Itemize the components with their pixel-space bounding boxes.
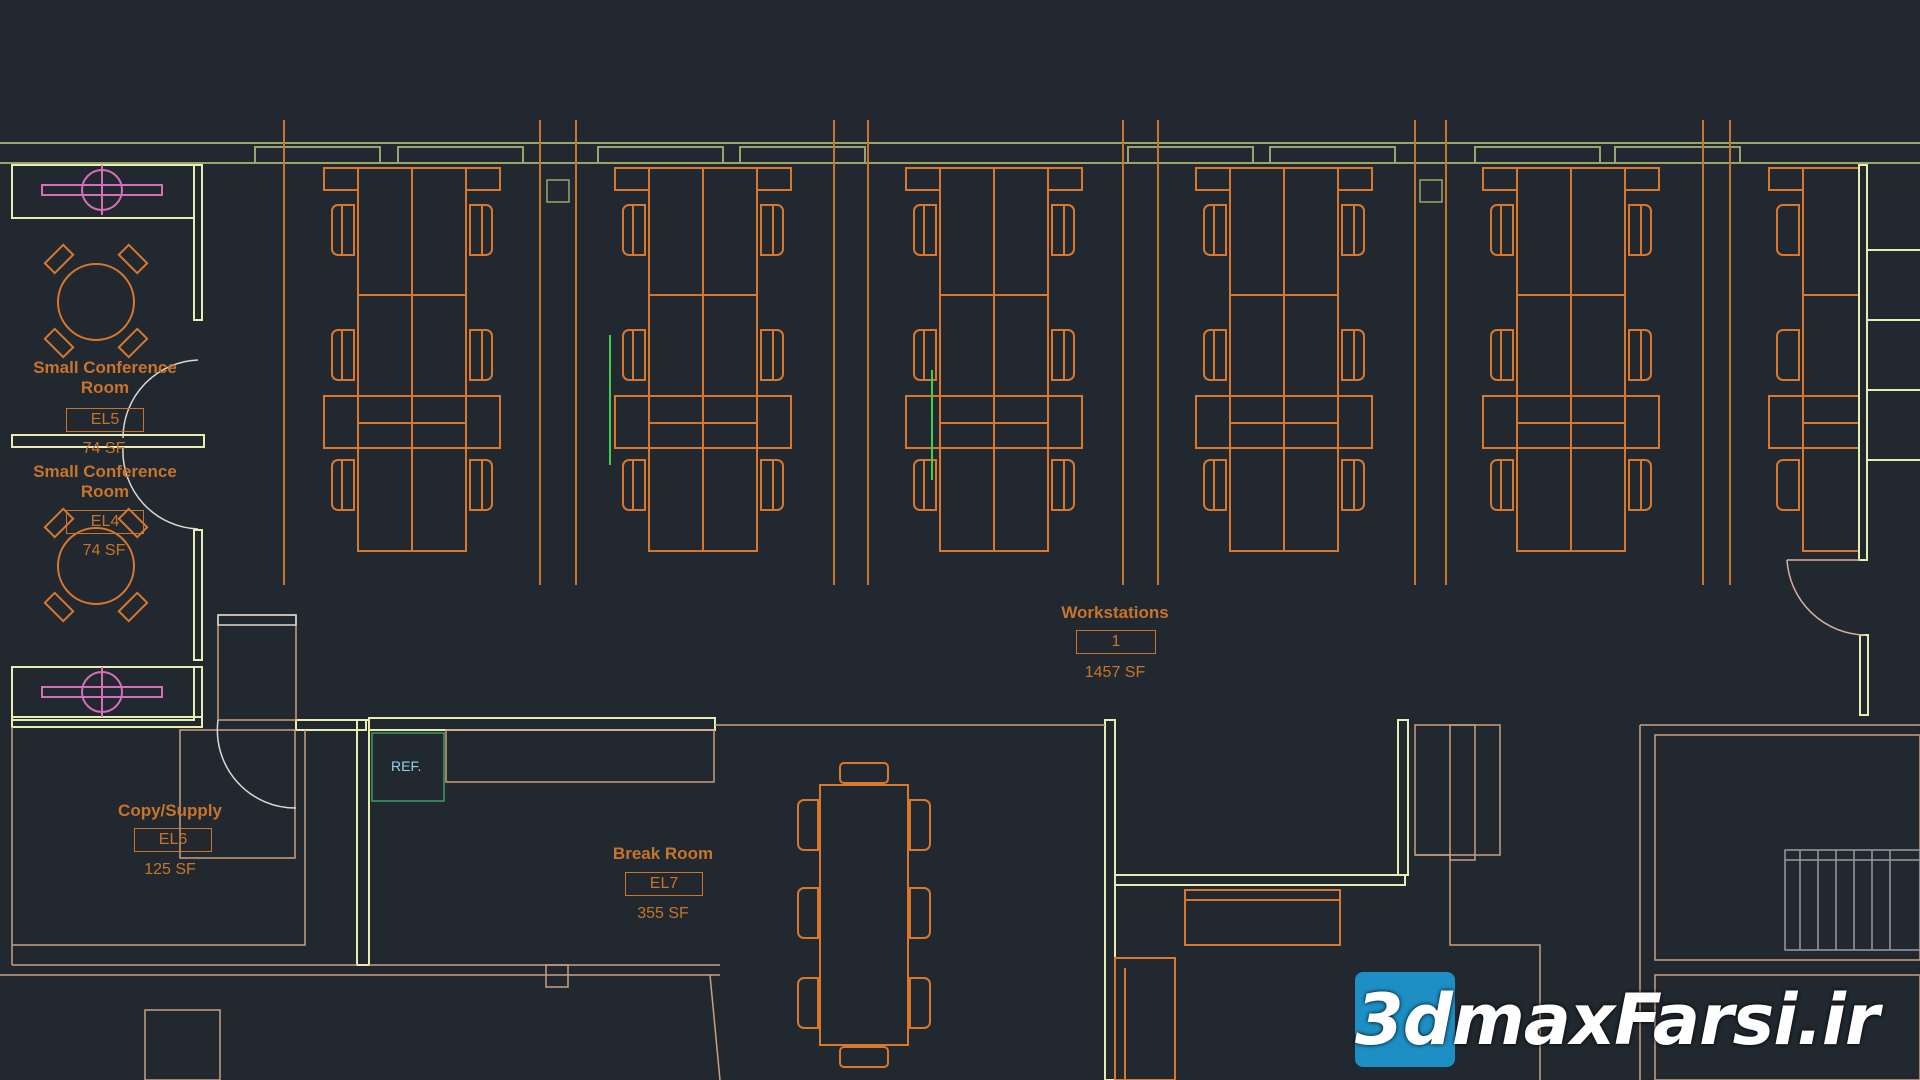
right-partition	[1858, 164, 1920, 716]
round-table	[43, 243, 149, 623]
room-name-small-conference-a: Small Conference Room	[20, 358, 190, 398]
room-tag[interactable]: EL6	[134, 828, 212, 852]
refrigerator-label: REF.	[391, 758, 422, 774]
workstation-cluster	[905, 167, 1083, 552]
column-markers	[546, 179, 1443, 203]
break-room-table	[797, 762, 931, 1068]
logo-badge	[1355, 972, 1455, 1067]
room-name-line2: Room	[80, 378, 130, 397]
workstation-cluster-partial	[1768, 167, 1860, 552]
stair	[1784, 849, 1920, 951]
window-mullions	[283, 120, 1731, 585]
room-name-small-conference-b: Small Conference Room	[20, 462, 190, 502]
room-name-copy-supply: Copy/Supply	[118, 801, 222, 820]
workstation-cluster	[323, 167, 501, 552]
exterior-wall	[0, 142, 1920, 164]
door-swing	[1786, 559, 1866, 636]
watermark-text: 3dmaxFarsi.ir	[1355, 979, 1879, 1061]
room-area: 1457 SF	[1084, 664, 1146, 681]
refrigerator-box	[371, 732, 445, 802]
room-name-line1: Small Conference	[33, 358, 177, 377]
room-name-line1: Small Conference	[33, 462, 177, 481]
left-room-walls	[11, 164, 1409, 1080]
room-tag[interactable]: EL4	[66, 510, 144, 534]
workstation-cluster	[1195, 167, 1373, 552]
ceiling-light	[41, 165, 163, 717]
door-swing	[122, 359, 297, 809]
room-name-line2: Room	[80, 482, 130, 501]
room-area: 125 SF	[144, 861, 196, 878]
room-area: 74 SF	[82, 542, 126, 559]
room-name-break-room: Break Room	[612, 844, 714, 863]
secondary-walls	[0, 614, 1920, 1080]
room-tag[interactable]: 1	[1076, 630, 1156, 654]
workstation-cluster	[614, 167, 792, 552]
workstation-cluster	[1482, 167, 1660, 552]
room-name-workstations: Workstations	[1061, 603, 1169, 622]
selection-highlight	[609, 335, 933, 480]
room-area: 355 SF	[637, 905, 689, 922]
room-tag[interactable]: EL7	[625, 872, 703, 896]
room-area: 74 SF	[82, 440, 126, 457]
room-tag[interactable]: EL5	[66, 408, 144, 432]
watermark-logo: 3dmaxFarsi.ir	[1355, 972, 1879, 1067]
bench	[1114, 889, 1341, 1080]
